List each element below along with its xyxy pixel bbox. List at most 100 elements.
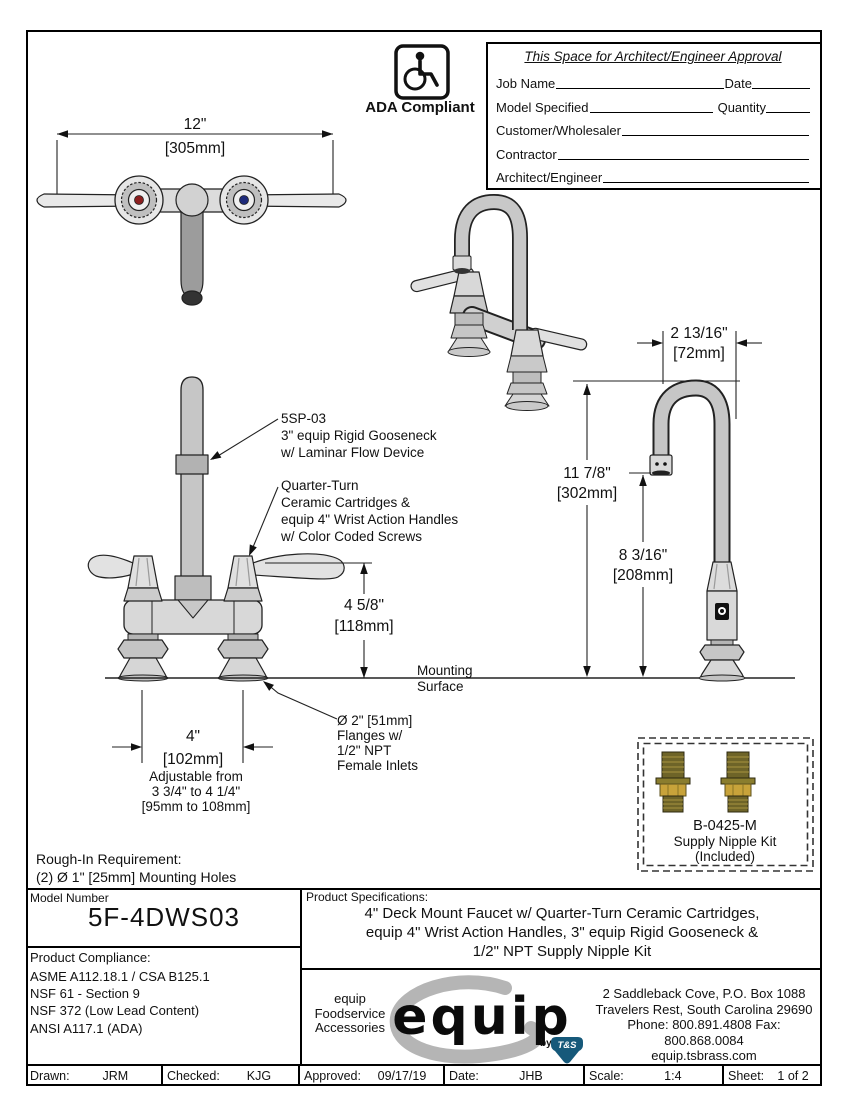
spec-line: 4" Deck Mount Faucet w/ Quarter-Turn Cer… — [364, 905, 760, 922]
spec-line: equip 4" Wrist Action Handles, 3" equip … — [365, 924, 759, 941]
front-view-drawing — [87, 376, 345, 682]
nipple-kit-model: B-0425-M — [693, 818, 757, 834]
address-line: Phone: 800.891.4808 Fax: 800.868.0084 — [627, 1017, 781, 1048]
drawing-area: ADA Compliant 12" [305mm] — [36, 44, 814, 885]
dimension-12in — [56, 130, 334, 196]
top-view-drawing: 12" [305mm] — [36, 116, 347, 306]
dim-208mm-label: [208mm] — [613, 567, 673, 584]
mounting-label-1: Mounting — [417, 663, 473, 678]
dim-305mm-label: [305mm] — [165, 140, 225, 157]
model-number-divider — [26, 946, 302, 948]
footer-scale: Scale: 1:4 — [583, 1066, 722, 1086]
svg-text:T&S: T&S — [558, 1040, 578, 1051]
architect-line — [603, 182, 809, 184]
compliance-item: NSF 372 (Low Lead Content) — [30, 1003, 200, 1019]
dim-118mm-label: [118mm] — [334, 618, 393, 635]
address-line: 2 Saddleback Cove, P.O. Box 1088 — [602, 986, 806, 1001]
hot-handle-hub — [114, 175, 164, 225]
company-address: 2 Saddleback Cove, P.O. Box 1088 Travele… — [588, 986, 820, 1064]
by-label: by — [540, 1038, 552, 1049]
svg-text:Flanges w/: Flanges w/ — [337, 728, 403, 743]
mounting-label-2: Surface — [417, 679, 464, 694]
svg-text:Ceramic Cartridges &: Ceramic Cartridges & — [281, 495, 410, 510]
nipple-kit-line3: (Included) — [695, 849, 755, 864]
customer-label: Customer/Wholesaler — [496, 123, 621, 139]
dimension-4in-centers — [112, 690, 273, 763]
dim-102mm-label: [102mm] — [163, 751, 223, 768]
approval-row-contractor: Contractor — [496, 138, 810, 162]
isometric-view-drawing — [410, 194, 588, 411]
supply-nipple-right — [720, 751, 756, 813]
svg-text:w/ Color Coded Screws: w/ Color Coded Screws — [280, 529, 422, 544]
compliance-item: ASME A112.18.1 / CSA B125.1 — [30, 969, 210, 984]
dimension-4-5-8 — [265, 562, 372, 678]
rough-in-line-2: (2) Ø 1" [25mm] Mounting Holes — [36, 869, 236, 885]
address-line: equip.tsbrass.com — [651, 1048, 757, 1063]
dim-72mm-label: [72mm] — [673, 345, 725, 362]
dim-11-7-8-label: 11 7/8" — [563, 465, 610, 482]
compliance-item: ANSI A117.1 (ADA) — [30, 1020, 143, 1036]
contractor-label: Contractor — [496, 146, 557, 162]
job-name-line — [556, 88, 724, 90]
callout-flange: Ø 2" [51mm] Flanges w/ 1/2" NPT Female I… — [263, 681, 418, 773]
ada-compliant-label: ADA Compliant — [365, 99, 474, 116]
page-border — [26, 30, 822, 1086]
svg-text:equip 4" Wrist Action Handles: equip 4" Wrist Action Handles — [281, 512, 458, 527]
riser-union — [175, 454, 209, 475]
quantity-label: Quantity — [717, 99, 766, 115]
equip-logo: equip by T&S — [389, 975, 583, 1064]
specs-label: Product Specifications: — [306, 890, 429, 904]
dimension-8-3-16 — [629, 472, 651, 677]
svg-text:w/ Laminar Flow Device: w/ Laminar Flow Device — [280, 445, 424, 460]
approval-row-architect: Architect/Engineer — [496, 162, 810, 185]
model-specified-label: Model Specified — [496, 99, 589, 115]
hot-index-screw — [134, 195, 144, 205]
footer-drawn: Drawn: JRM — [30, 1069, 129, 1083]
svg-text:5SP-03: 5SP-03 — [281, 411, 326, 426]
dimension-2-13-16 — [637, 331, 762, 419]
address-line: Travelers Rest, South Carolina 29690 — [595, 1001, 813, 1017]
specs-divider — [302, 968, 822, 970]
model-specified-line — [589, 111, 713, 113]
dim-8-3-16-label: 8 3/16" — [619, 547, 668, 564]
architect-label: Architect/Engineer — [496, 170, 603, 186]
supply-nipple-kit-box: B-0425-M Supply Nipple Kit (Included) — [637, 737, 814, 872]
dim-4-5-8-label: 4 5/8" — [344, 597, 384, 614]
footer-date: Date: JHB — [443, 1066, 583, 1086]
rough-in-line-1: Rough-In Requirement: — [36, 851, 182, 867]
side-view-drawing — [573, 379, 746, 682]
date-line — [752, 88, 810, 90]
svg-text:Female Inlets: Female Inlets — [337, 758, 418, 773]
compliance-item: NSF 61 - Section 9 — [30, 986, 140, 1002]
svg-text:Ø 2" [51mm]: Ø 2" [51mm] — [337, 713, 412, 728]
approval-row-job-name: Job Name Date — [496, 68, 810, 91]
svg-text:Quarter-Turn: Quarter-Turn — [281, 478, 359, 493]
title-block-top-line — [26, 888, 822, 890]
compliance-list: ASME A112.18.1 / CSA B125.1 NSF 61 - Sec… — [30, 968, 210, 1037]
dim-4in-label: 4" — [186, 728, 200, 745]
dim-302mm-label: [302mm] — [557, 485, 617, 502]
approval-box: This Space for Architect/Engineer Approv… — [486, 42, 822, 190]
ada-compliant-logo: ADA Compliant — [365, 44, 475, 116]
wheelchair-icon — [403, 51, 439, 91]
title-block-divider — [300, 890, 302, 1064]
product-specifications: 4" Deck Mount Faucet w/ Quarter-Turn Cer… — [302, 904, 822, 961]
approval-row-model: Model Specified Quantity — [496, 91, 810, 115]
cold-index-screw — [239, 195, 249, 205]
brand-text: equip Foodservice Accessories — [314, 991, 386, 1035]
adjustable-line-2: 3 3/4" to 4 1/4" — [152, 784, 241, 799]
svg-text:1/2" NPT: 1/2" NPT — [337, 743, 391, 758]
approval-title: This Space for Architect/Engineer Approv… — [524, 49, 782, 64]
equip-wordmark: equip — [392, 987, 572, 1047]
callout-cartridge: Quarter-Turn Ceramic Cartridges & equip … — [249, 478, 458, 556]
adjustable-line-3: [95mm to 108mm] — [142, 799, 251, 814]
spec-line: 1/2" NPT Supply Nipple Kit — [472, 943, 652, 960]
logo-swoosh — [389, 975, 545, 1064]
svg-text:3" equip Rigid Gooseneck: 3" equip Rigid Gooseneck — [281, 428, 437, 443]
model-number-label: Model Number — [30, 891, 109, 905]
quantity-line — [766, 111, 810, 113]
footer-approved: Approved: 09/17/19 — [298, 1066, 443, 1086]
ts-shield-icon: T&S — [551, 1037, 583, 1064]
supply-nipple-left — [655, 751, 691, 813]
